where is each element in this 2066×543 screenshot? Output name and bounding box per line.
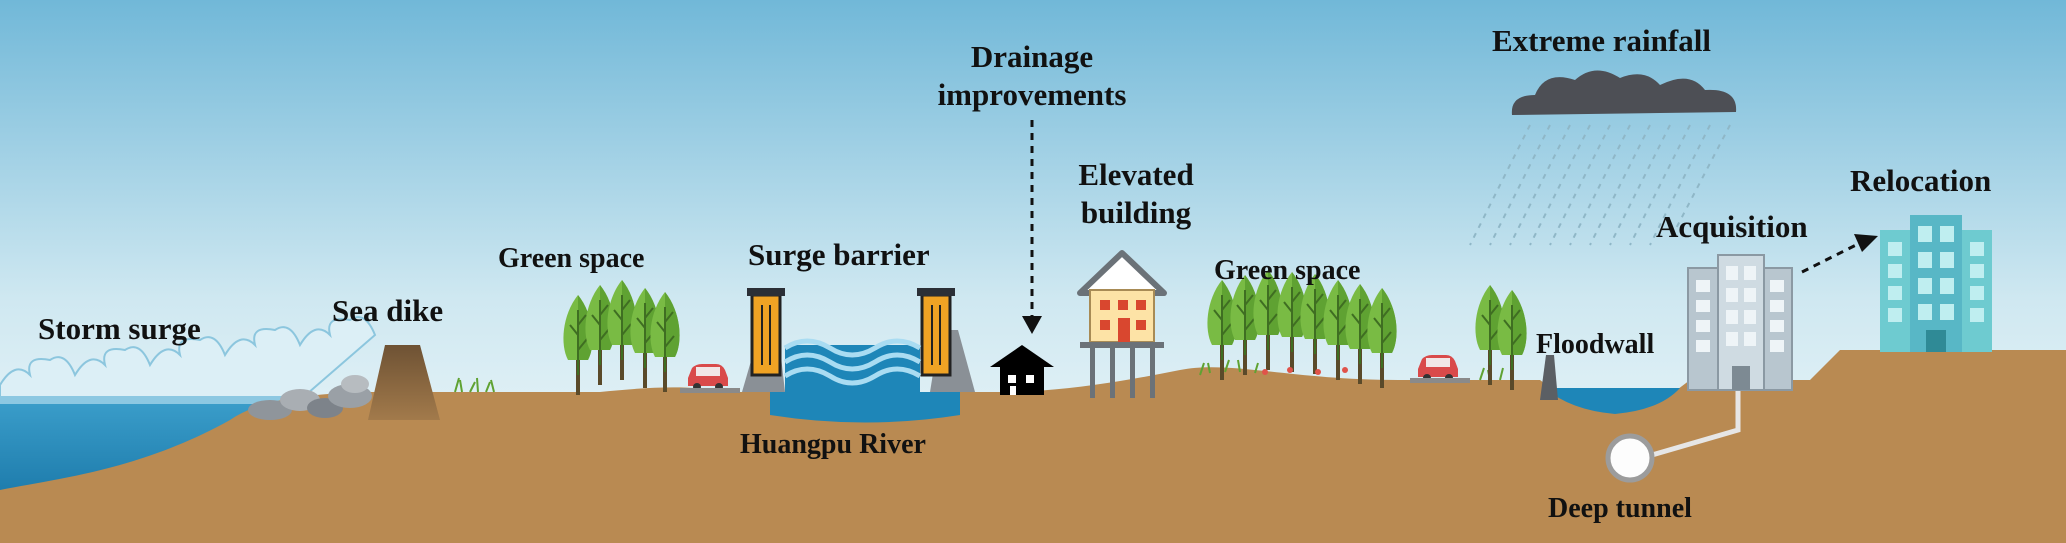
drainage-arrowhead bbox=[1022, 316, 1042, 334]
label-green-space-2: Green space bbox=[1214, 255, 1361, 286]
flowers bbox=[1262, 367, 1348, 375]
wave-band bbox=[0, 396, 300, 404]
label-green-space-1: Green space bbox=[498, 243, 645, 274]
floodwall bbox=[1540, 355, 1558, 400]
relocation-arrowhead bbox=[1854, 234, 1878, 252]
surge-barrier bbox=[742, 288, 975, 392]
acquisition-building bbox=[1687, 254, 1793, 391]
label-elevated-building: Elevated building bbox=[1056, 156, 1216, 232]
sea-dike bbox=[368, 345, 440, 420]
rocks bbox=[248, 375, 372, 420]
floodwall-pond bbox=[1545, 388, 1680, 414]
label-drainage-line2: improvements bbox=[937, 77, 1127, 112]
label-elevated-line2: building bbox=[1080, 195, 1192, 230]
relocation-arrow bbox=[1801, 240, 1863, 274]
label-elevated-line1: Elevated bbox=[1078, 157, 1194, 192]
storm-surge-waves bbox=[0, 316, 377, 401]
elevated-building bbox=[1077, 250, 1167, 398]
rain bbox=[1469, 124, 1731, 246]
label-acquisition: Acquisition bbox=[1656, 209, 1808, 244]
label-sea-dike: Sea dike bbox=[332, 293, 444, 328]
label-relocation: Relocation bbox=[1850, 163, 1992, 198]
label-drainage-line1: Drainage bbox=[970, 39, 1094, 74]
relocation-building bbox=[1880, 215, 1992, 352]
label-storm-surge: Storm surge bbox=[38, 311, 201, 346]
deep-tunnel-icon bbox=[1605, 433, 1655, 483]
rain-cloud-icon bbox=[1511, 70, 1737, 115]
road-2 bbox=[1410, 378, 1470, 383]
label-deep-tunnel: Deep tunnel bbox=[1548, 493, 1692, 524]
label-extreme-rainfall: Extreme rainfall bbox=[1492, 23, 1711, 58]
small-house bbox=[990, 345, 1054, 395]
label-surge-barrier: Surge barrier bbox=[748, 237, 930, 272]
label-huangpu-river: Huangpu River bbox=[740, 429, 926, 460]
huangpu-river-water bbox=[770, 392, 960, 423]
label-floodwall: Floodwall bbox=[1536, 329, 1655, 360]
road-1 bbox=[680, 388, 740, 393]
label-drainage-improvements: Drainage improvements bbox=[928, 38, 1136, 114]
